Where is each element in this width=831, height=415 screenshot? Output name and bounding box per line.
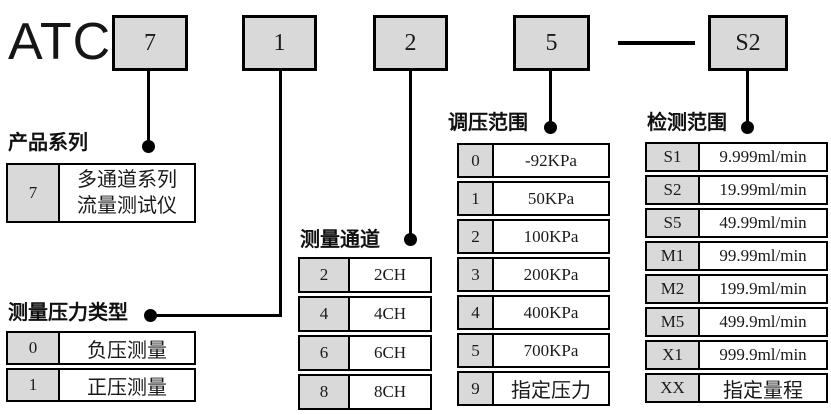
code-cell: 6 <box>300 337 350 369</box>
table-row: 4 4CH <box>298 296 432 332</box>
code-box-pressure-range: 5 <box>513 15 590 71</box>
connector-line-pressure-type-horizontal <box>150 314 282 317</box>
table-row: 5 700KPa <box>457 333 610 368</box>
code-cell: 4 <box>459 297 494 328</box>
value-cell: 50KPa <box>527 188 575 208</box>
table-row: 1 50KPa <box>457 181 610 216</box>
code-cell: 0 <box>8 333 60 363</box>
code-box-series: 7 <box>112 15 188 71</box>
table-row: 6 6CH <box>298 335 432 371</box>
code-box-pressure-type: 1 <box>242 15 317 71</box>
code-cell: 2 <box>459 221 494 252</box>
table-row: M1 99.99ml/min <box>645 241 828 271</box>
value-cell: 负压测量 <box>87 339 167 362</box>
code-separator-dash <box>618 41 695 45</box>
code-cell: 5 <box>459 335 494 366</box>
value-cell: 100KPa <box>523 226 579 246</box>
table-row: M2 199.9ml/min <box>645 274 828 304</box>
value-cell: 19.99ml/min <box>719 180 807 199</box>
value-cell: 多通道系列 流量测试仪 <box>77 169 177 217</box>
connector-dot-channels <box>404 233 417 246</box>
code-cell: 4 <box>300 298 350 330</box>
connector-line-channels <box>409 71 412 237</box>
table-row: 2 2CH <box>298 257 432 293</box>
value-cell: 2CH <box>373 265 407 284</box>
table-row: 1 正压测量 <box>6 368 196 402</box>
table-row: 4 400KPa <box>457 295 610 330</box>
code-box-channels: 2 <box>373 15 448 71</box>
table-row: S5 49.99ml/min <box>645 208 828 238</box>
code-cell: M5 <box>647 309 700 335</box>
pressure-type-table: 0 负压测量 1 正压测量 <box>6 331 196 405</box>
brand-text: ATC <box>8 13 112 71</box>
code-cell: XX <box>647 375 700 401</box>
value-cell: 400KPa <box>523 302 579 322</box>
connector-dot-series <box>142 140 155 153</box>
table-row: S1 9.999ml/min <box>645 142 828 172</box>
value-cell: 4CH <box>373 304 407 323</box>
code-cell: M1 <box>647 243 700 269</box>
pressure-range-table: 0 -92KPa 1 50KPa 2 100KPa 3 200KPa 4 400… <box>457 143 610 409</box>
table-row: 3 200KPa <box>457 257 610 292</box>
value-cell: 49.99ml/min <box>719 213 807 232</box>
table-row: M5 499.9ml/min <box>645 307 828 337</box>
table-row: 2 100KPa <box>457 219 610 254</box>
table-row: 8 8CH <box>298 374 432 410</box>
value-cell: 200KPa <box>523 264 579 284</box>
connector-line-detection-range <box>746 71 749 125</box>
table-row: 0 -92KPa <box>457 143 610 178</box>
code-cell: S2 <box>647 177 700 203</box>
value-cell: 正压测量 <box>87 376 167 399</box>
code-cell: 1 <box>459 183 494 214</box>
connector-dot-pressure-range <box>544 121 557 134</box>
value-cell: 199.9ml/min <box>719 279 807 298</box>
code-cell: 0 <box>459 145 494 176</box>
section-label-product-series: 产品系列 <box>8 132 88 154</box>
table-row: 0 负压测量 <box>6 331 196 365</box>
channels-table: 2 2CH 4 4CH 6 6CH 8 8CH <box>298 257 432 413</box>
value-cell: 9.999ml/min <box>719 147 807 166</box>
product-series-table: 7 多通道系列 流量测试仪 <box>6 163 196 226</box>
value-cell: 指定量程 <box>723 379 803 402</box>
table-row: S2 19.99ml/min <box>645 175 828 205</box>
section-label-channels: 测量通道 <box>300 229 380 251</box>
table-row: XX 指定量程 <box>645 373 828 403</box>
code-box-detection-range: S2 <box>708 15 788 71</box>
value-cell: 指定压力 <box>511 380 591 402</box>
connector-dot-pressure-type <box>144 309 157 322</box>
connector-dot-detection-range <box>741 121 754 134</box>
code-cell: 9 <box>459 373 494 404</box>
value-cell: 8CH <box>373 382 407 401</box>
table-row: X1 999.9ml/min <box>645 340 828 370</box>
section-label-detection-range: 检测范围 <box>647 112 727 134</box>
code-cell: S5 <box>647 210 700 236</box>
connector-line-series <box>147 71 150 143</box>
section-label-pressure-range: 调压范围 <box>448 112 528 134</box>
value-cell: -92KPa <box>525 150 577 170</box>
code-cell: M2 <box>647 276 700 302</box>
code-cell: 2 <box>300 259 350 291</box>
value-cell: 999.9ml/min <box>719 345 807 364</box>
table-row: 9 指定压力 <box>457 371 610 406</box>
connector-line-pressure-type-vertical <box>279 71 282 317</box>
code-cell: X1 <box>647 342 700 368</box>
value-cell: 700KPa <box>523 340 579 360</box>
section-label-pressure-type: 测量压力类型 <box>8 302 128 324</box>
table-row: 7 多通道系列 流量测试仪 <box>6 163 196 223</box>
value-cell: 6CH <box>373 343 407 362</box>
code-cell: 7 <box>8 165 60 221</box>
code-cell: 8 <box>300 376 350 408</box>
code-cell: 3 <box>459 259 494 290</box>
connector-line-pressure-range <box>549 71 552 125</box>
code-cell: S1 <box>647 144 700 170</box>
value-cell: 499.9ml/min <box>719 312 807 331</box>
value-cell: 99.99ml/min <box>719 246 807 265</box>
code-cell: 1 <box>8 370 60 400</box>
detection-range-table: S1 9.999ml/min S2 19.99ml/min S5 49.99ml… <box>645 142 828 406</box>
